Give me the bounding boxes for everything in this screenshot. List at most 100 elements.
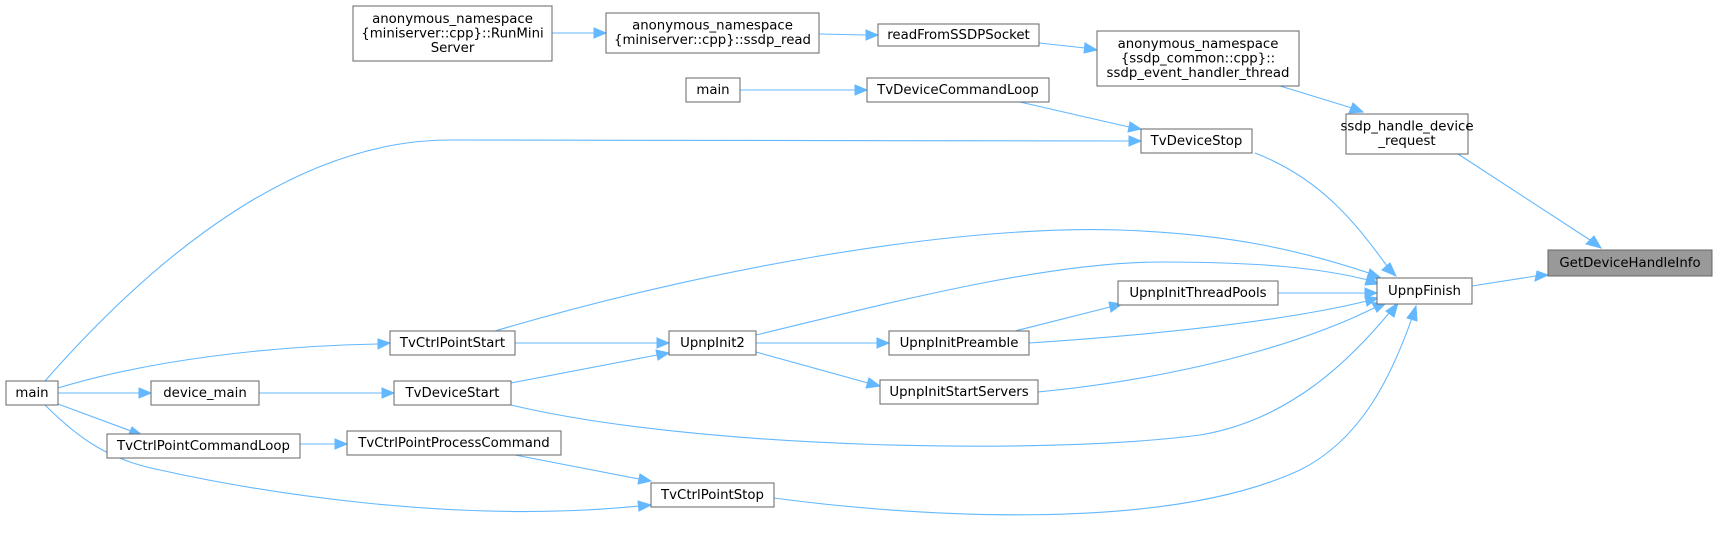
node-label: readFromSSDPSocket: [887, 28, 1030, 43]
arrowhead: [334, 438, 349, 450]
node-box: [650, 482, 775, 508]
node-UpnpInitPreamble[interactable]: UpnpInitPreamble: [888, 330, 1030, 356]
node-device_main[interactable]: device_main: [150, 380, 260, 406]
node-label: TvCtrlPointProcessCommand: [357, 436, 549, 451]
node-box: [150, 380, 260, 406]
arrowhead: [637, 500, 653, 512]
edge-line: [44, 404, 640, 512]
arrowhead: [854, 84, 869, 96]
edge-line: [1457, 153, 1591, 241]
edge-line: [510, 354, 658, 384]
arrowhead: [1348, 102, 1365, 114]
node-RunMiniServer[interactable]: anonymous_namespace{miniserver::cpp}::Ru…: [352, 5, 553, 62]
node-ssdp_event_handler_thread[interactable]: anonymous_namespace{ssdp_common::cpp}::s…: [1096, 30, 1300, 87]
node-label: Server: [431, 41, 475, 56]
edge-line: [755, 261, 1369, 336]
arrowhead: [865, 377, 882, 389]
edge-UpnpInit2-to-UpnpInitStartServers: [755, 351, 882, 389]
edge-line: [1254, 152, 1388, 267]
node-label: ssdp_event_handler_thread: [1107, 66, 1290, 81]
node-box: [685, 77, 741, 103]
node-label: main: [696, 83, 729, 98]
node-label: anonymous_namespace: [372, 12, 533, 27]
node-box: [888, 330, 1030, 356]
edge-line: [1279, 85, 1353, 109]
node-label: {miniserver::cpp}::RunMini: [361, 26, 543, 41]
node-GetDeviceHandleInfo[interactable]: GetDeviceHandleInfo: [1547, 249, 1713, 277]
edge-main_left-to-TvCtrlPointCommandLoop: [57, 403, 144, 437]
node-label: anonymous_namespace: [632, 19, 793, 34]
edge-UpnpInitPreamble-to-UpnpFinish: [1028, 295, 1380, 344]
arrowhead: [1364, 295, 1380, 307]
node-UpnpInit2[interactable]: UpnpInit2: [668, 330, 757, 356]
node-box: [1117, 280, 1279, 306]
edge-ssdp_handle_device_request-to-GetDeviceHandleInfo: [1457, 153, 1603, 249]
arrowhead: [876, 337, 891, 349]
node-box: [1376, 277, 1473, 305]
node-label: UpnpInit2: [680, 336, 745, 351]
arrowhead: [1381, 262, 1397, 277]
edge-UpnpInitThreadPools-to-UpnpFinish: [1278, 287, 1379, 299]
node-label: TvCtrlPointCommandLoop: [116, 439, 290, 454]
arrowhead: [1385, 301, 1399, 318]
node-box: [668, 330, 757, 356]
node-main_left[interactable]: main: [5, 380, 59, 406]
node-box: [1345, 113, 1469, 155]
node-ssdp_read[interactable]: anonymous_namespace{miniserver::cpp}::ss…: [605, 12, 820, 54]
edge-line: [57, 343, 379, 389]
edge-UpnpInit2-to-UpnpInitPreamble: [756, 337, 891, 349]
edge-TvDeviceStart-to-UpnpFinish: [510, 301, 1399, 447]
edge-line: [1014, 306, 1111, 332]
edge-ssdp_read-to-readFromSSDPSocket: [818, 29, 880, 41]
node-label: TvCtrlPointStart: [399, 336, 505, 351]
node-box: [1547, 249, 1713, 277]
edge-line: [755, 351, 869, 384]
edge-readFromSSDPSocket-to-ssdp_event_handler_thread: [1038, 42, 1099, 54]
edge-main_top-to-TvDeviceCommandLoop: [740, 84, 869, 96]
arrowhead: [1364, 274, 1381, 286]
node-box: [393, 380, 512, 406]
edge-UpnpInitPreamble-to-UpnpInitThreadPools: [1014, 301, 1124, 332]
arrowhead: [656, 337, 671, 349]
node-box: [866, 77, 1050, 103]
node-readFromSSDPSocket[interactable]: readFromSSDPSocket: [877, 23, 1040, 47]
node-TvCtrlPointStart[interactable]: TvCtrlPointStart: [389, 330, 516, 356]
node-TvDeviceCommandLoop[interactable]: TvDeviceCommandLoop: [866, 77, 1050, 103]
node-label: UpnpFinish: [1388, 284, 1461, 299]
node-TvDeviceStart[interactable]: TvDeviceStart: [393, 380, 512, 406]
edge-TvCtrlPointStart-to-UpnpFinish: [494, 229, 1384, 332]
node-UpnpInitThreadPools[interactable]: UpnpInitThreadPools: [1117, 280, 1279, 306]
node-label: {ssdp_common::cpp}::: [1121, 51, 1275, 66]
node-box: [605, 12, 820, 54]
node-UpnpFinish[interactable]: UpnpFinish: [1376, 277, 1473, 305]
arrowhead: [1366, 268, 1384, 280]
arrowhead: [1127, 121, 1143, 133]
node-TvCtrlPointCommandLoop[interactable]: TvCtrlPointCommandLoop: [106, 433, 301, 459]
node-main_top[interactable]: main: [685, 77, 741, 103]
arrowhead: [1128, 135, 1143, 147]
edge-UpnpInitStartServers-to-UpnpFinish: [1037, 301, 1389, 393]
node-UpnpInitStartServers[interactable]: UpnpInitStartServers: [879, 379, 1039, 405]
node-label: UpnpInitThreadPools: [1129, 286, 1266, 301]
node-label: TvCtrlPointStop: [660, 488, 764, 503]
edge-TvCtrlPointStart-to-UpnpInit2: [515, 337, 671, 349]
arrowhead: [1406, 304, 1418, 322]
node-box: [346, 430, 562, 456]
arrowhead: [1364, 287, 1379, 299]
edge-line: [510, 311, 1391, 447]
node-ssdp_handle_device_request[interactable]: ssdp_handle_device_request: [1340, 113, 1474, 155]
node-box: [352, 5, 553, 62]
node-box: [879, 379, 1039, 405]
arrowhead: [377, 338, 392, 350]
node-label: {miniserver::cpp}::ssdp_read: [614, 33, 811, 48]
edge-UpnpInit2-to-UpnpFinish: [755, 261, 1381, 336]
node-TvCtrlPointProcessCommand[interactable]: TvCtrlPointProcessCommand: [346, 430, 562, 456]
arrowhead: [138, 387, 153, 399]
node-TvDeviceStop[interactable]: TvDeviceStop: [1140, 128, 1253, 154]
arrowhead: [1585, 235, 1603, 249]
node-TvCtrlPointStop[interactable]: TvCtrlPointStop: [650, 482, 775, 508]
node-label: anonymous_namespace: [1118, 37, 1279, 52]
edge-main_left-to-TvCtrlPointStop: [44, 404, 653, 512]
edge-TvDeviceStart-to-UpnpInit2: [510, 349, 671, 384]
edge-line: [494, 229, 1373, 332]
